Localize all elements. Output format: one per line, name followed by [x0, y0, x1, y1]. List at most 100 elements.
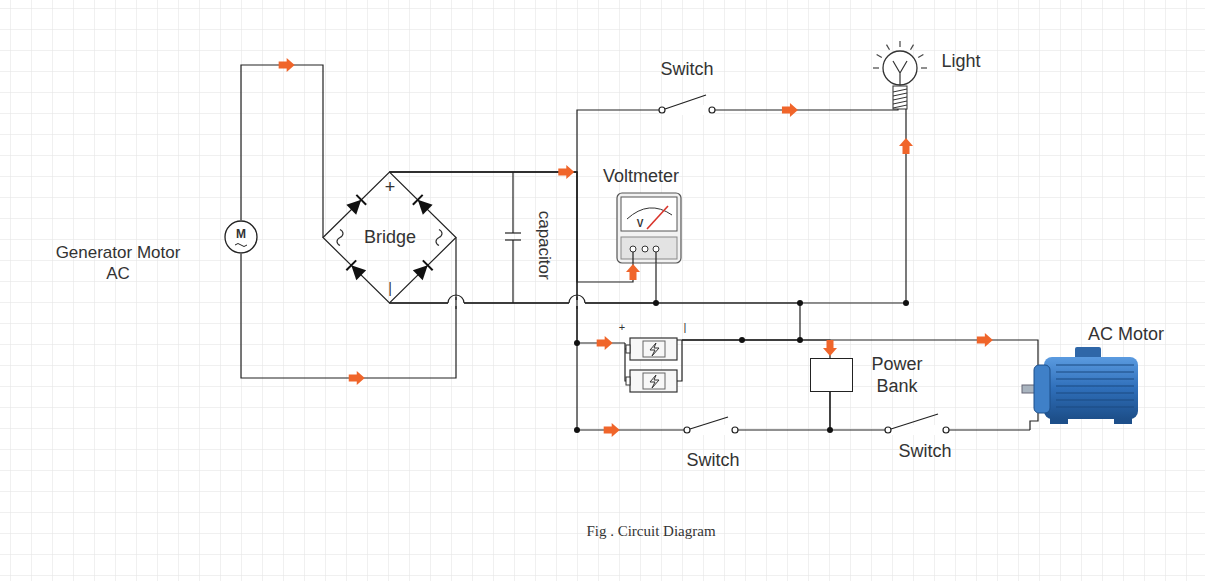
wire-connector [682, 340, 830, 358]
ac-motor: AC Motor [1020, 335, 1142, 430]
diode-symbol [423, 260, 433, 270]
junction-dot [653, 300, 659, 306]
power-bank: Power Bank [810, 358, 853, 392]
diode-symbol [351, 265, 366, 280]
battery-cell [630, 338, 677, 360]
junction-dot [574, 340, 580, 346]
light-ray [899, 41, 900, 47]
wire-hop [448, 295, 585, 309]
generator-motor: Generator Motor ACM [224, 220, 258, 254]
switch-symbol [709, 107, 715, 113]
light-bulb: Light [880, 45, 920, 118]
wire-connector [390, 172, 831, 430]
capacitor-label: capacitor [533, 211, 553, 280]
ac-mark [436, 230, 442, 246]
node-label: + [619, 321, 625, 335]
node-label: AC Motor [1088, 323, 1164, 346]
bulb-glass [883, 51, 917, 85]
meter-terminal [630, 246, 636, 252]
node-label: Generator Motor AC [48, 242, 188, 285]
wire-connector [241, 65, 323, 238]
diode-symbol [346, 260, 356, 270]
battery-pack: +| [625, 336, 682, 396]
node-label: Light [941, 50, 980, 73]
wire-connector [241, 238, 456, 379]
switch-symbol [684, 427, 690, 433]
lightning-mark [650, 375, 659, 388]
cooling-fin [1056, 392, 1134, 393]
wire-connector [390, 172, 634, 282]
switch-symbol [665, 95, 706, 109]
wire-hop [448, 295, 464, 303]
flow-arrow [349, 371, 365, 385]
node-label: | [388, 280, 392, 298]
diode-symbol [356, 195, 366, 205]
cooling-fin [1056, 406, 1134, 407]
battery-pack-shape [625, 336, 682, 396]
capacitor-symbol [505, 172, 521, 303]
socket-thread [893, 101, 907, 104]
motor-body [1044, 357, 1138, 419]
junction-dot [827, 427, 833, 433]
flow-arrow [558, 165, 574, 179]
light-ray [918, 55, 923, 58]
battery-icon [643, 373, 665, 389]
junction-dot [797, 337, 803, 343]
switch-symbol [732, 427, 738, 433]
voltmeter-shape [617, 193, 681, 263]
cooling-fin [1056, 371, 1134, 372]
node-label: Voltmeter [603, 165, 679, 188]
flow-arrow [977, 333, 993, 347]
capacitor-symbol [512, 240, 513, 303]
bulb-lead [880, 109, 906, 118]
voltmeter: VoltmeterV [617, 193, 681, 263]
meter-needle [647, 206, 668, 229]
wire-connector [830, 392, 1030, 430]
diode-symbol [418, 200, 433, 215]
ac-mark [337, 230, 343, 246]
junction-dot [739, 337, 745, 343]
battery-lead [677, 340, 682, 381]
node-label: M [236, 227, 246, 242]
ac-mark [235, 244, 247, 247]
generator-circle [225, 221, 257, 253]
switch-symbol [891, 414, 938, 429]
switch-symbol [684, 417, 738, 435]
wire-connector [390, 110, 881, 172]
meter-terminal [653, 246, 659, 252]
bridge-outline [323, 172, 456, 303]
node-label: | [684, 321, 687, 335]
wire-hop [576, 297, 577, 309]
switch-label: Switch [687, 450, 740, 472]
light-bulb-shape [880, 45, 920, 118]
battery-lead [625, 343, 626, 381]
junction-dot [574, 300, 909, 433]
ac-motor-shape [1020, 335, 1142, 430]
diode-symbol [346, 200, 361, 215]
wire-connector [390, 303, 801, 340]
node-label: Power Bank [866, 353, 928, 398]
switch-symbol [659, 107, 665, 113]
wire-hop [569, 295, 585, 303]
battery-terminal [626, 377, 630, 385]
cooling-fin [1056, 364, 1134, 365]
light-ray [911, 45, 914, 50]
socket-thread [893, 89, 907, 92]
light-ray [873, 67, 879, 68]
battery-terminal [626, 345, 630, 353]
bridge-rectifier: +Bridge| [323, 172, 456, 303]
switch-symbol [885, 427, 891, 433]
cooling-fin [1056, 385, 1134, 386]
node-label: + [385, 176, 396, 199]
switch-symbol [659, 95, 715, 115]
flow-arrow [782, 103, 798, 117]
battery-icon [643, 341, 665, 357]
wire-hop [455, 297, 456, 309]
battery-cell [630, 370, 677, 392]
